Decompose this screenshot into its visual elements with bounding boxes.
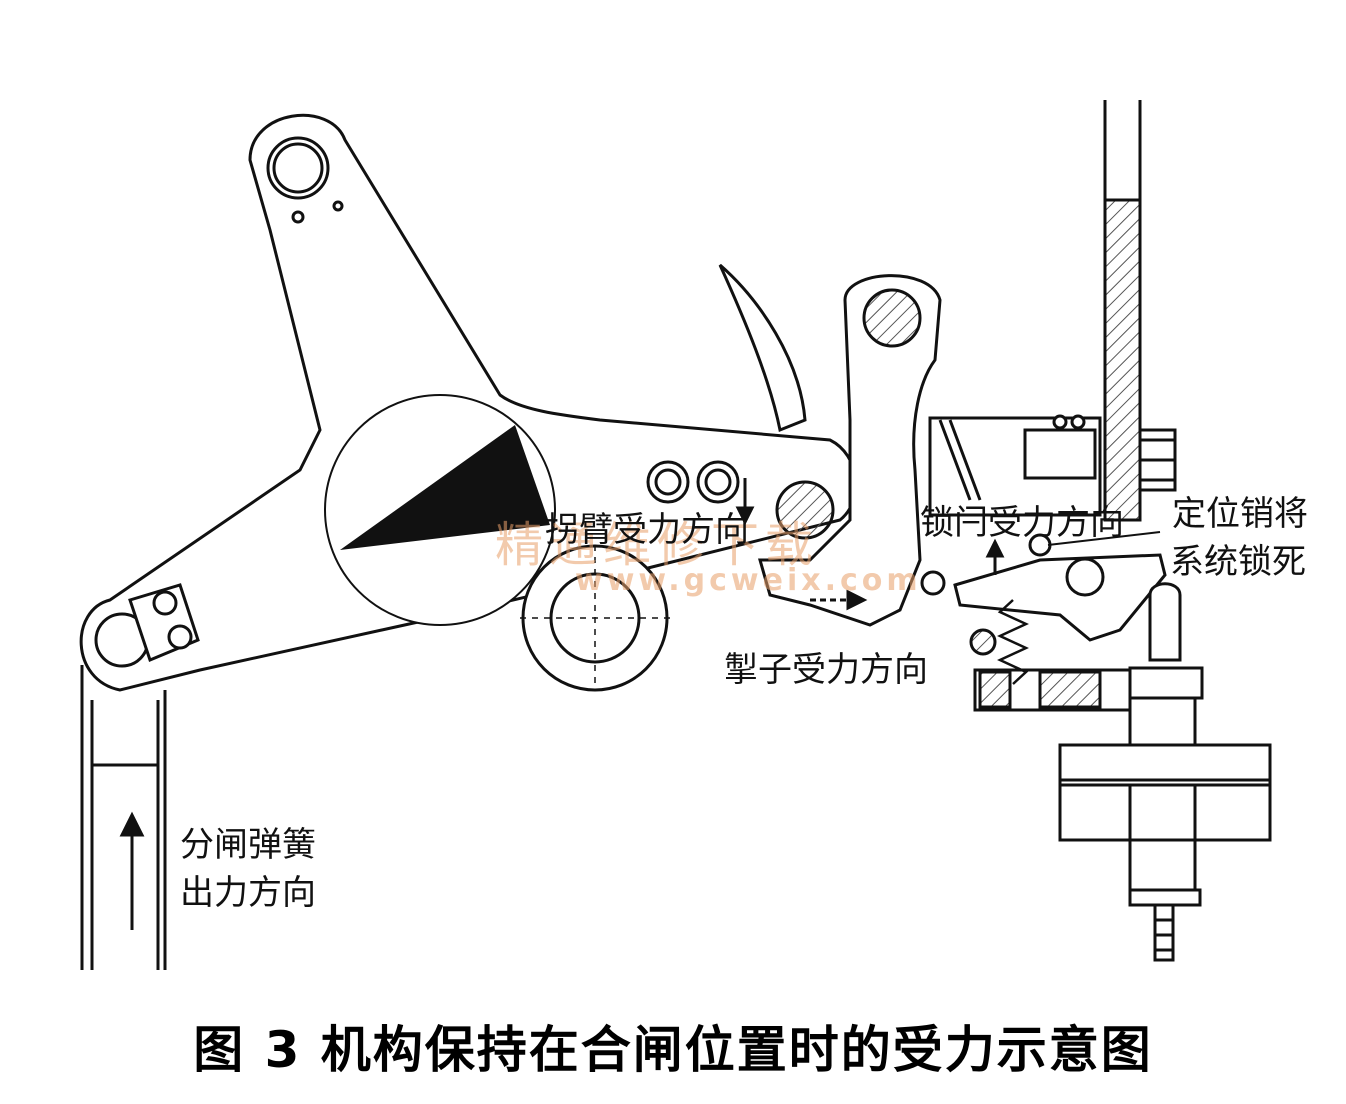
hook-pawl (718, 263, 807, 433)
crank-bolts (646, 460, 740, 504)
crank-top-pivot (266, 136, 344, 224)
frame-plate (1103, 100, 1177, 522)
crank-arm-pin (775, 480, 835, 540)
arrow-spring-force (119, 811, 145, 930)
opening-spring-rod (80, 665, 167, 970)
latch-base (969, 628, 1142, 712)
figure-caption: 图 3 机构保持在合闸位置时的受力示意图 (193, 1021, 1153, 1079)
label-crank-force: 拐臂受力方向 (545, 510, 749, 550)
pin-lock-leader (1047, 531, 1161, 546)
lower-roller (520, 544, 670, 692)
latch-lever (953, 533, 1167, 642)
watermark-url: www.gcweix.com (575, 563, 922, 598)
watermark-cn: 精通维修下载 (495, 517, 820, 573)
trip-lever (758, 274, 946, 627)
label-pawl-force: 掣子受力方向 (724, 650, 928, 690)
arrow-crank-force (735, 478, 755, 526)
arrow-pawl-force (810, 589, 868, 611)
label-pin-lock-line2: 系统锁死 (1170, 542, 1306, 582)
locating-pin-assembly (1058, 582, 1272, 962)
crank-bottom-pivot (94, 583, 200, 668)
latch-assembly (928, 414, 1102, 517)
label-latch-force: 锁闩受力方向 (920, 503, 1124, 543)
label-spring-line1: 分闸弹簧 (180, 825, 316, 865)
cam-disc (324, 394, 556, 626)
label-pin-lock-line1: 定位销将 (1172, 494, 1308, 534)
label-spring-line2: 出力方向 (180, 873, 316, 913)
arrow-latch-force (985, 538, 1005, 575)
